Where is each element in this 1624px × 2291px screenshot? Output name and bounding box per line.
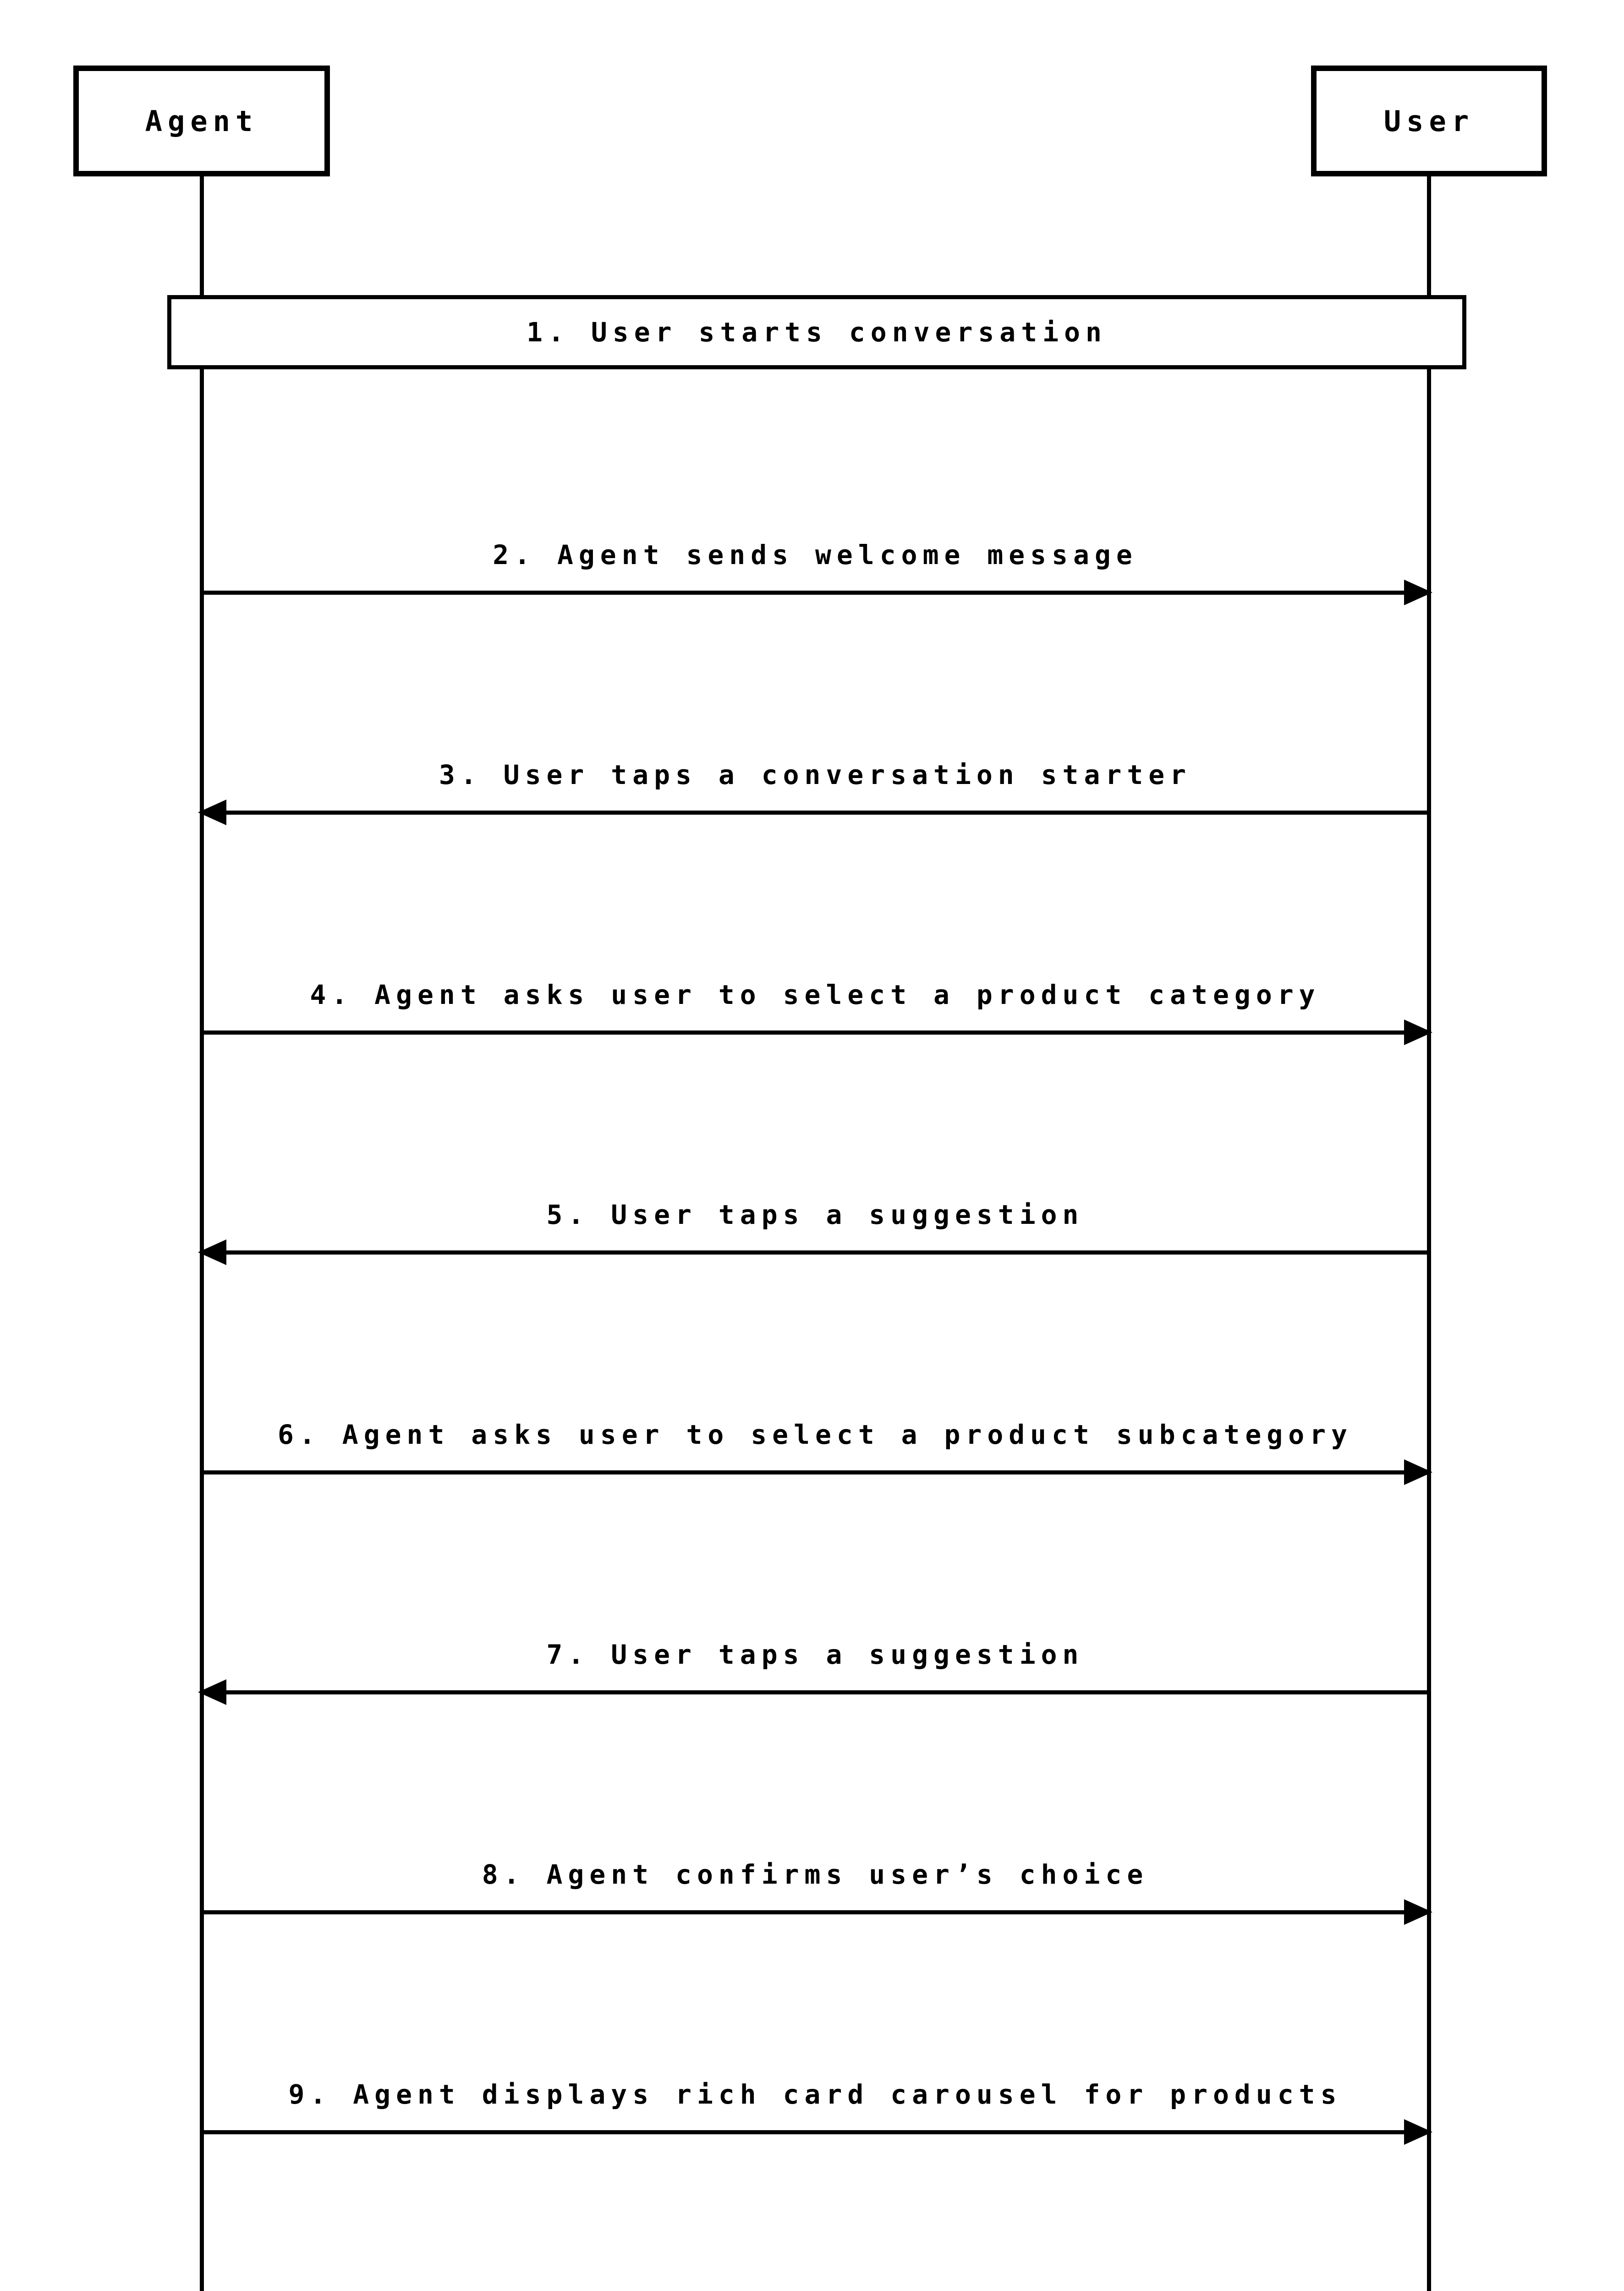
message-label: 4. Agent asks user to select a product c… <box>310 979 1321 1010</box>
arrowhead-left-icon <box>198 1239 226 1265</box>
message-label: 2. Agent sends welcome message <box>493 539 1138 570</box>
message-label: 5. User taps a suggestion <box>546 1199 1084 1230</box>
message-arrow-line <box>202 1690 1429 1694</box>
banner-label: 1. User starts conversation <box>527 317 1107 348</box>
message-label: 7. User taps a suggestion <box>546 1639 1084 1670</box>
message-label: 9. Agent displays rich card carousel for… <box>288 2078 1342 2110</box>
agent-lifeline <box>200 176 204 2291</box>
arrowhead-left-icon <box>198 800 226 825</box>
message-arrow-line <box>202 1910 1429 1914</box>
conversation-start-banner: 1. User starts conversation <box>167 295 1466 369</box>
actor-box-agent-top: Agent <box>73 66 330 176</box>
message-arrow-line <box>202 1030 1429 1035</box>
message-arrow-line <box>202 591 1429 595</box>
user-lifeline <box>1427 176 1431 2291</box>
actor-label-agent: Agent <box>145 104 258 138</box>
message-arrow-line <box>202 811 1429 815</box>
message-label: 8. Agent confirms user’s choice <box>482 1858 1149 1890</box>
message-label: 3. User taps a conversation starter <box>439 759 1192 790</box>
message-arrow-line <box>202 1470 1429 1474</box>
actor-box-user-top: User <box>1311 66 1547 176</box>
message-label: 6. Agent asks user to select a product s… <box>278 1419 1353 1450</box>
actor-label-user: User <box>1383 104 1475 138</box>
arrowhead-right-icon <box>1404 1459 1432 1485</box>
message-arrow-line <box>202 1250 1429 1255</box>
arrowhead-right-icon <box>1404 2119 1432 2145</box>
arrowhead-right-icon <box>1404 1019 1432 1045</box>
message-arrow-line <box>202 2130 1429 2134</box>
arrowhead-right-icon <box>1404 580 1432 605</box>
arrowhead-left-icon <box>198 1679 226 1705</box>
arrowhead-right-icon <box>1404 1899 1432 1925</box>
